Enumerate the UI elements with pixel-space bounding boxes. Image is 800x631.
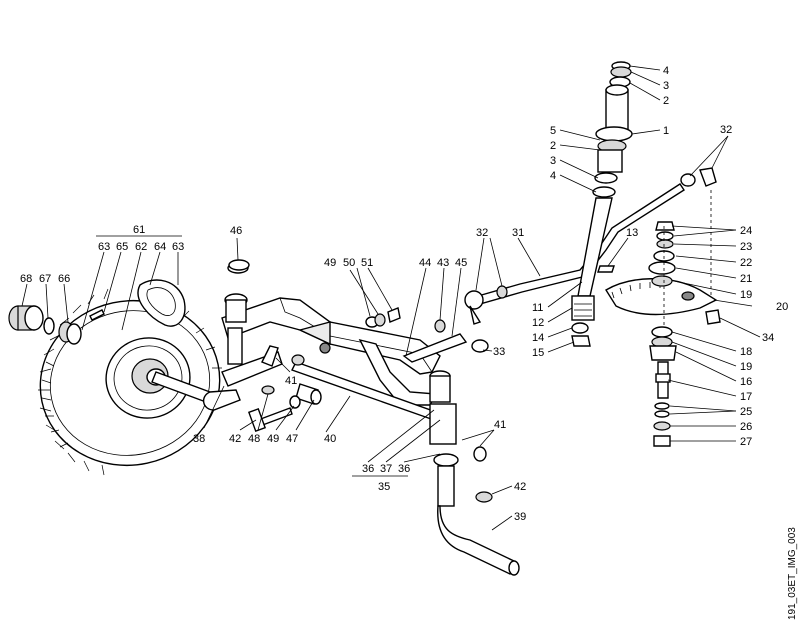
callout-22: 22: [740, 257, 752, 269]
callout-47: 47: [286, 433, 298, 445]
callout-66: 66: [58, 273, 70, 285]
callout-23: 23: [740, 241, 752, 253]
callout-16: 16: [740, 376, 752, 388]
callout-37: 37: [380, 463, 392, 475]
callout-34: 34: [762, 332, 774, 344]
callout-labels: 61 63 65 62 64 63 68 67 66 46 49 50 51 4…: [20, 65, 788, 523]
callout-44: 44: [419, 257, 431, 269]
callout-62: 62: [135, 241, 147, 253]
front-wheel: [38, 279, 222, 476]
front-axle-beam: [221, 297, 441, 406]
callout-63: 63: [98, 241, 110, 253]
callout-18: 18: [740, 346, 752, 358]
callout-38: 38: [193, 433, 205, 445]
callout-36: 36: [362, 463, 374, 475]
right-spindle: [429, 370, 520, 576]
callout-41: 41: [285, 375, 297, 387]
callout-42: 42: [514, 481, 526, 493]
steering-bracket: [402, 333, 489, 363]
callout-63: 63: [172, 241, 184, 253]
callout-64: 64: [154, 241, 166, 253]
callout-14: 14: [532, 332, 544, 344]
callout-3: 3: [550, 155, 556, 167]
callout-48: 48: [248, 433, 260, 445]
callout-35: 35: [378, 481, 390, 493]
callout-49: 49: [267, 433, 279, 445]
callout-11: 11: [532, 302, 543, 314]
callout-19: 19: [740, 361, 752, 373]
callout-2: 2: [663, 95, 669, 107]
callout-45: 45: [455, 257, 467, 269]
callout-24: 24: [740, 225, 752, 237]
callout-4: 4: [550, 170, 556, 182]
callout-43: 43: [437, 257, 449, 269]
callout-17: 17: [740, 391, 752, 403]
drag-link: [434, 167, 717, 333]
callout-49: 49: [324, 257, 336, 269]
bolt-48: [247, 385, 301, 433]
callout-3: 3: [663, 80, 669, 92]
callout-67: 67: [39, 273, 51, 285]
callout-12: 12: [532, 317, 544, 329]
callout-42: 42: [229, 433, 241, 445]
callout-41: 41: [494, 419, 506, 431]
drawing-reference: 191_03ET_IMG_003: [787, 527, 798, 620]
callout-27: 27: [740, 436, 752, 448]
callout-26: 26: [740, 421, 752, 433]
callout-50: 50: [343, 257, 355, 269]
callout-25: 25: [740, 406, 752, 418]
leader-lines: [21, 65, 761, 531]
callout-15: 15: [532, 347, 544, 359]
callout-65: 65: [116, 241, 128, 253]
callout-36: 36: [398, 463, 410, 475]
callout-46: 46: [230, 225, 242, 237]
callout-5: 5: [550, 125, 556, 137]
steering-column: [571, 61, 633, 347]
axle-pivot-parts: [228, 259, 401, 328]
callout-51: 51: [361, 257, 373, 269]
callout-4: 4: [663, 65, 669, 77]
callout-40: 40: [324, 433, 336, 445]
callout-19: 19: [740, 289, 752, 301]
callout-33: 33: [493, 346, 505, 358]
callout-32: 32: [720, 124, 732, 136]
callout-21: 21: [740, 273, 752, 285]
callout-20: 20: [776, 301, 788, 313]
callout-13: 13: [626, 227, 638, 239]
callout-1: 1: [663, 125, 669, 137]
callout-32: 32: [476, 227, 488, 239]
callout-68: 68: [20, 273, 32, 285]
callout-61: 61: [133, 224, 145, 236]
wheel-bearing-parts: [8, 305, 105, 345]
right-hardware-stack: [648, 190, 721, 447]
callout-31: 31: [512, 227, 524, 239]
callout-2: 2: [550, 140, 556, 152]
callout-39: 39: [514, 511, 526, 523]
